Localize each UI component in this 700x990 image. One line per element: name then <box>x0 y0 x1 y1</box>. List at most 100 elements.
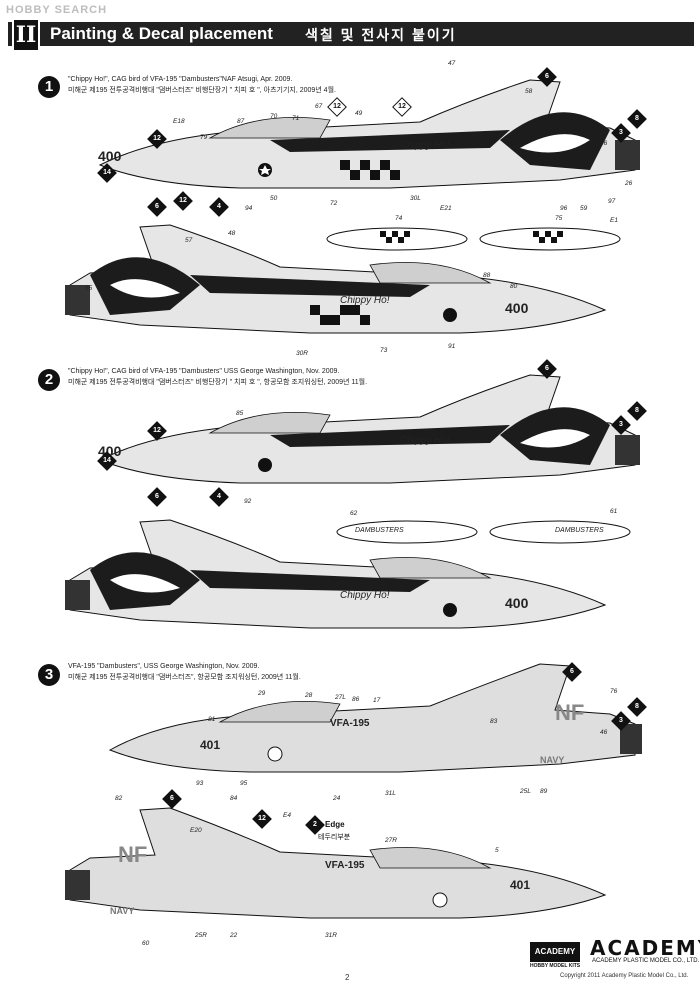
callout: 71 <box>292 115 300 122</box>
callout: 81 <box>208 716 216 723</box>
header-bar <box>8 22 694 46</box>
step-2-badge: 2 <box>38 369 60 391</box>
step-2-side-view-right <box>65 519 607 629</box>
callout: 85 <box>236 410 244 417</box>
step-1-side-view-left <box>98 79 640 189</box>
academy-big-logo: ACADEMY <box>590 936 700 960</box>
callout: 94 <box>245 205 253 212</box>
callout: 84 <box>230 795 238 802</box>
drop-tanks-step-2 <box>336 520 631 544</box>
nose-number-400-d: 400 <box>505 595 529 611</box>
marker-6: 6 <box>147 487 167 507</box>
callout: 75 <box>555 215 563 222</box>
page-number: 2 <box>345 973 350 982</box>
callout: 79 <box>200 134 208 141</box>
callout: 80 <box>510 283 518 290</box>
callout: 24 <box>333 795 341 802</box>
edge-label: Edge <box>325 820 345 829</box>
callout: 30L <box>410 195 421 202</box>
hobby-kits-text: HOBBY MODEL KITS <box>530 963 581 969</box>
callout: 87 <box>237 118 245 125</box>
marker-12: 12 <box>147 421 167 441</box>
callout: 61 <box>610 508 618 515</box>
callout: E18 <box>173 118 185 125</box>
callout: 27L <box>335 694 346 701</box>
dambusters-tank-right: DAMBUSTERS <box>555 527 604 534</box>
marker-8: 8 <box>627 109 647 129</box>
nose-number-401-a: 401 <box>200 738 221 752</box>
section-title: Painting & Decal placement <box>50 24 273 43</box>
callout: 48 <box>228 230 236 237</box>
callout: 72 <box>330 200 338 207</box>
nf-tail-a: NF <box>555 700 585 725</box>
callout: 95 <box>240 780 248 787</box>
callout: 93 <box>196 780 204 787</box>
marker-8: 8 <box>627 697 647 717</box>
nose-number-401-b: 401 <box>510 878 531 892</box>
callout: 17 <box>373 697 381 704</box>
drop-tanks-step-1 <box>326 227 621 251</box>
marker-12: 12 <box>252 809 272 829</box>
callout: 31R <box>325 932 337 939</box>
marker-14: 14 <box>97 451 117 471</box>
callout: 55 <box>85 285 93 292</box>
callout: 88 <box>483 272 491 279</box>
callout: 29 <box>258 690 266 697</box>
callout: 25L <box>520 788 531 795</box>
step-3-side-view-left <box>108 663 642 773</box>
callout: 26 <box>625 180 633 187</box>
callout: 92 <box>244 498 252 505</box>
callout: 96 <box>560 205 568 212</box>
section-title-ko: 색칠 및 전사지 붙이기 <box>305 27 457 43</box>
academy-company: ACADEMY PLASTIC MODEL CO., LTD. <box>592 958 700 964</box>
marker-3: 3 <box>611 711 631 731</box>
copyright: Copyright 2011 Academy Plastic Model Co.… <box>560 973 689 979</box>
callout: 67 <box>315 103 323 110</box>
callout: 56 <box>600 140 608 147</box>
callout: 28 <box>305 692 313 699</box>
marker-4: 4 <box>209 487 229 507</box>
chippy-text-b: Chippy Ho! <box>340 295 390 306</box>
callout: 22 <box>230 932 238 939</box>
marker-3: 3 <box>611 123 631 143</box>
callout: 30R <box>296 350 308 357</box>
callout: 50 <box>270 195 278 202</box>
vfa195-text-b: VFA-195 <box>325 860 365 871</box>
step-2-caption-en: "Chippy Ho!", CAG bird of VFA-195 "Dambu… <box>68 368 340 375</box>
marker-12: 12 <box>173 191 193 211</box>
callout: 82 <box>115 795 123 802</box>
navy-text-b: NAVY <box>110 906 135 916</box>
callout: 60 <box>142 940 150 947</box>
nose-number-400-a: 400 <box>98 148 122 164</box>
nf-tail-b: NF <box>118 842 148 867</box>
dambusters-tank-left: DAMBUSTERS <box>355 527 404 534</box>
callout: 76 <box>610 688 618 695</box>
callout: 31L <box>385 790 396 797</box>
callout: 27R <box>385 837 397 844</box>
navy-text-a: NAVY <box>540 755 565 765</box>
chippy-text-c: Chippy Ho! <box>400 435 450 446</box>
marker-6: 6 <box>562 662 582 682</box>
callout: E4 <box>283 812 291 819</box>
step-2-side-view-left <box>98 374 640 484</box>
chippy-text-a: Chippy Ho! <box>400 140 450 151</box>
watermark: HOBBY SEARCH <box>6 4 108 16</box>
callout: E20 <box>190 827 202 834</box>
callout: 70 <box>270 113 278 120</box>
section-number: II <box>12 18 40 52</box>
callout: 89 <box>540 788 548 795</box>
step-1-caption-en: "Chippy Ho!", CAG bird of VFA-195 "Dambu… <box>68 76 293 83</box>
callout: 73 <box>380 347 388 354</box>
callout: 86 <box>352 696 360 703</box>
academy-small-logo: ACADEMY <box>530 942 580 962</box>
callout: 74 <box>395 215 403 222</box>
callout: 97 <box>608 198 616 205</box>
marker-14: 14 <box>97 163 117 183</box>
callout: 62 <box>350 510 358 517</box>
callout: 57 <box>185 237 193 244</box>
callout: 59 <box>580 205 588 212</box>
callout: E1 <box>610 217 618 224</box>
marker-6: 6 <box>147 197 167 217</box>
callout: 83 <box>490 718 498 725</box>
callout: 47 <box>448 60 456 67</box>
